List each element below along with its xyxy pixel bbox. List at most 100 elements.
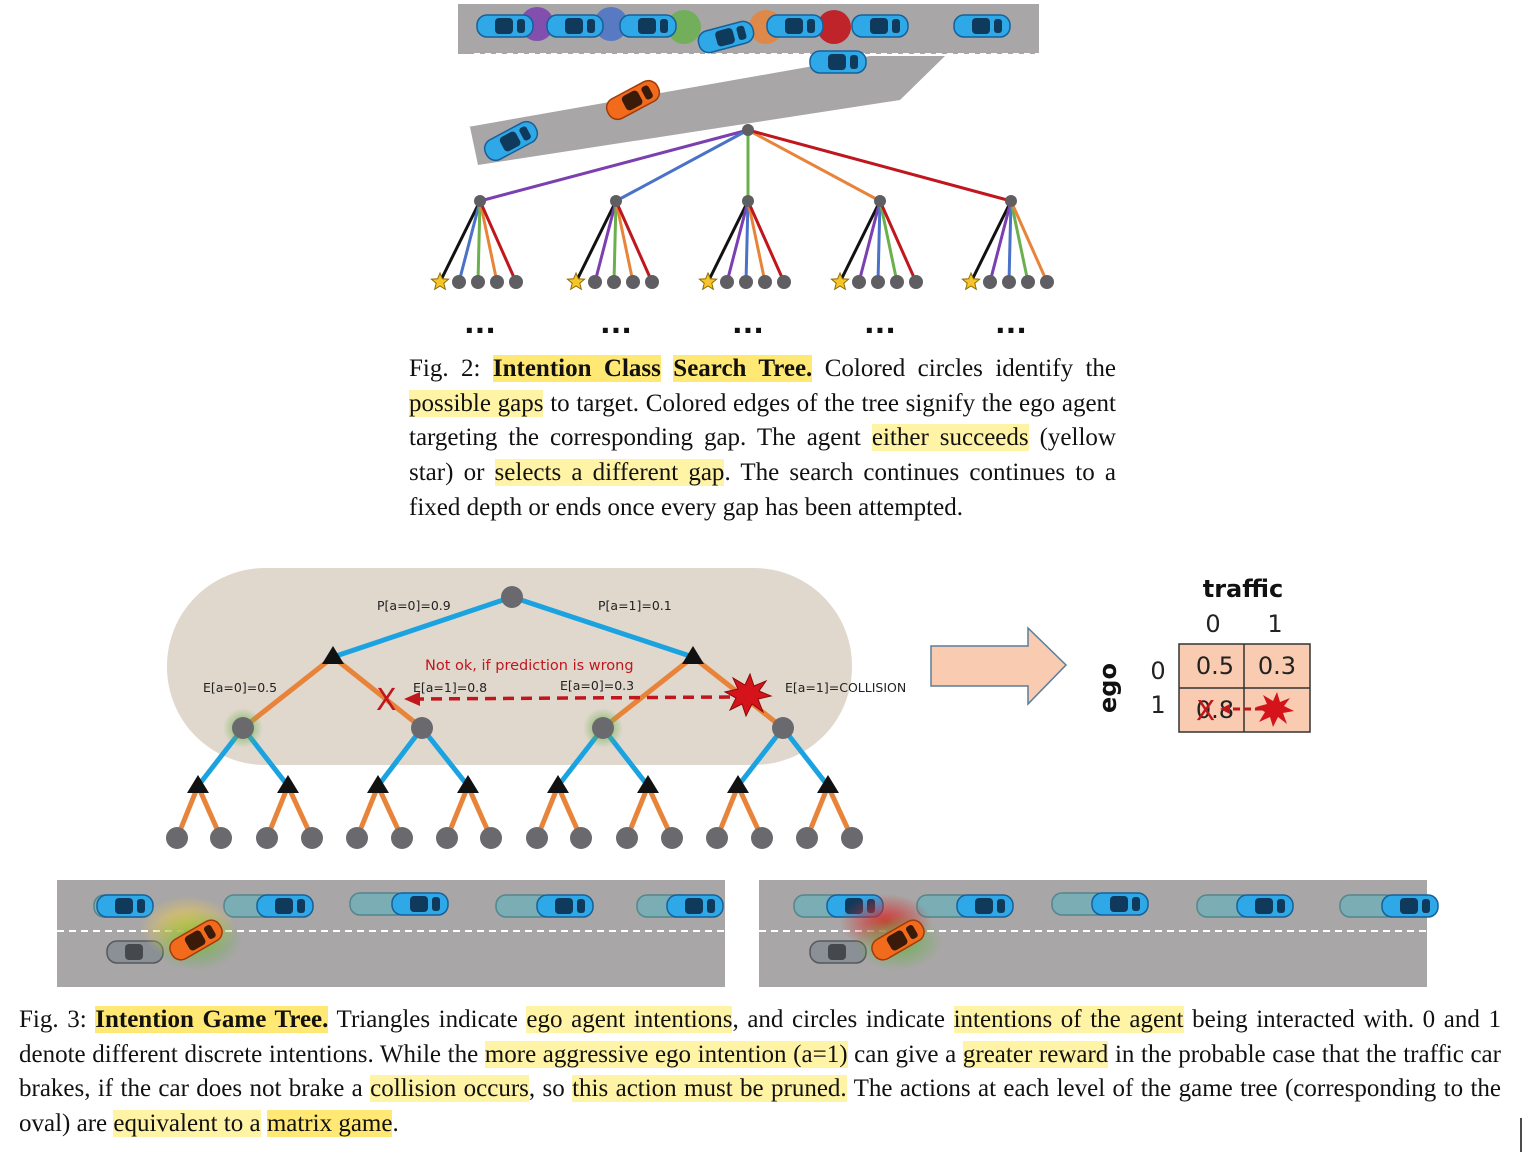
tree-edge (838, 200, 882, 283)
success-star-icon (566, 271, 586, 291)
value-label-left-a1: E[a=1]=0.8 (413, 680, 487, 695)
tree-leaf-node (909, 275, 923, 289)
traffic-car (1091, 892, 1149, 916)
tree-leaf-node (720, 275, 734, 289)
matrix-col-label-1: 1 (1267, 610, 1282, 638)
game-tree-edge (736, 726, 785, 788)
game-tree-edge (332, 594, 513, 660)
success-star-icon (961, 271, 981, 291)
ego-intention-triangle (187, 775, 209, 793)
fig2-title-a: Intention Class (492, 355, 661, 382)
tree-edge (478, 200, 518, 283)
tree-leaf-node (852, 275, 866, 289)
traffic-car (536, 894, 594, 918)
tree-edge (476, 200, 482, 283)
tree-edge (878, 200, 899, 283)
equivalence-arrow-icon (930, 626, 1068, 706)
ego-intention-triangle (682, 646, 704, 664)
tree-leaf-node (1021, 275, 1035, 289)
traffic-intention-leaf (841, 827, 863, 849)
matrix-row-label-0: 0 (1150, 657, 1165, 685)
tree-edge (612, 200, 618, 283)
tree-edge (878, 200, 918, 283)
traffic-intention-node (772, 717, 794, 739)
tree-leaf-node (509, 275, 523, 289)
warning-label: Not ok, if prediction is wrong (425, 658, 634, 674)
matrix-game-oval (167, 568, 852, 765)
tree-edge (744, 200, 750, 283)
ego-intention-triangle (367, 775, 389, 793)
traffic-car (809, 50, 867, 74)
tree-leaf-node (777, 275, 791, 289)
tree-continuation-ellipsis: ............... (464, 307, 1027, 340)
pruned-x-icon: X (376, 683, 397, 718)
tree-edge (1009, 200, 1030, 283)
tree-edge (574, 200, 618, 283)
tree-leaf-node (626, 275, 640, 289)
gap-circle-red (817, 10, 851, 44)
tree-edge (876, 200, 882, 283)
tree-leaf-node (452, 275, 466, 289)
value-label-left-a0: E[a=0]=0.5 (203, 680, 277, 695)
tree-edge (593, 200, 618, 283)
tree-edge (706, 200, 750, 283)
fig2-label: Fig. 2: (409, 355, 493, 382)
traffic-car (391, 892, 449, 916)
ellipsis-label: ... (995, 307, 1027, 340)
tree-edge (988, 200, 1013, 283)
traffic-intention-leaf (796, 827, 818, 849)
ego-intention-triangle (277, 775, 299, 793)
tree-edge (857, 200, 882, 283)
tree-leaf-node (1002, 275, 1016, 289)
tree-leaf-node (490, 275, 504, 289)
traffic-intention-leaf (166, 827, 188, 849)
game-tree-edge (781, 726, 830, 788)
traffic-intention-leaf (391, 827, 413, 849)
tree-leaf-node (758, 275, 772, 289)
tree-edge (457, 200, 482, 283)
traffic-intention-node (411, 717, 433, 739)
ego-intention-triangle (727, 775, 749, 793)
fig2-caption: Fig. 2: Intention Class Search Tree. Col… (409, 355, 1117, 521)
tree-leaf-node (739, 275, 753, 289)
prob-label-a0: P[a=0]=0.9 (377, 598, 451, 613)
success-star-icon (430, 271, 450, 291)
ego-intention-triangle (817, 775, 839, 793)
tree-node (1005, 195, 1017, 207)
traffic-car (956, 894, 1014, 918)
gap-circle-blue (594, 7, 628, 41)
traffic-intention-leaf (661, 827, 683, 849)
tree-node (742, 195, 754, 207)
traffic-car (953, 14, 1011, 38)
tree-edge (479, 128, 749, 203)
traffic-car (1381, 894, 1439, 918)
onramp-road (468, 56, 945, 165)
traffic-intention-node (592, 717, 614, 739)
traffic-intention-leaf (480, 827, 502, 849)
matrix-cell-01: 0.3 (1258, 652, 1296, 680)
prune-arrow (417, 695, 731, 701)
collision-burst-icon (723, 672, 773, 718)
ego-intention-triangle (547, 775, 569, 793)
fig3-title: Intention Game Tree. (95, 1006, 329, 1033)
tree-node (610, 195, 622, 207)
game-tree-edge (511, 594, 694, 660)
tree-node (874, 195, 886, 207)
success-star-icon (830, 271, 850, 291)
ego-intention-triangle (457, 775, 479, 793)
tree-leaf-node (471, 275, 485, 289)
matrix-row-title: ego (1094, 663, 1122, 713)
tree-leaf-node (871, 275, 885, 289)
traffic-car (256, 894, 314, 918)
game-tree-edge (376, 726, 424, 788)
tree-node (474, 195, 486, 207)
tree-leaf-node (890, 275, 904, 289)
tree-edge (438, 200, 482, 283)
intention-game-tree (166, 586, 863, 849)
value-label-right-a0: E[a=0]=0.3 (560, 678, 634, 693)
matrix-pruned-x-icon: X (1196, 694, 1215, 727)
tree-edge (747, 128, 881, 203)
traffic-intention-leaf (301, 827, 323, 849)
ellipsis-label: ... (864, 307, 896, 340)
